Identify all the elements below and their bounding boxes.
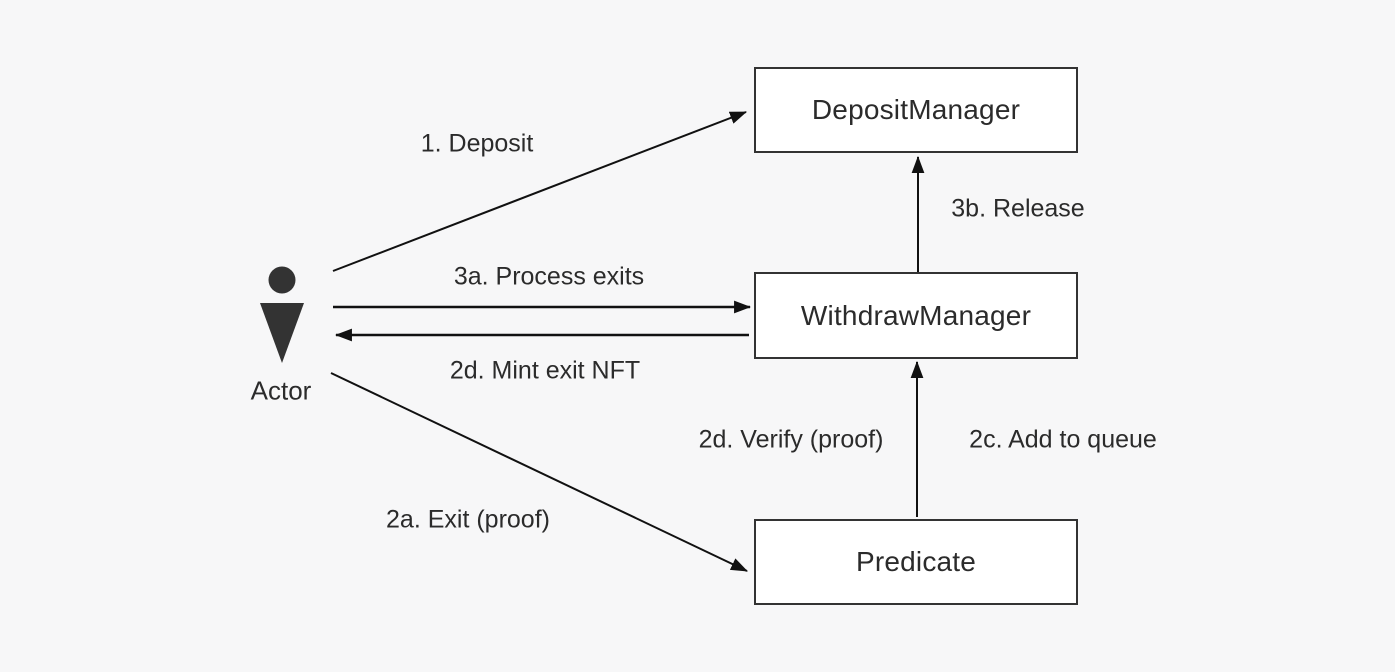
edge-label-deposit: 1. Deposit <box>420 129 534 158</box>
node-predicate-label: Predicate <box>855 546 977 577</box>
node-withdraw-manager-label: WithdrawManager <box>800 299 1032 331</box>
node-withdraw-manager: WithdrawManager <box>754 272 1078 359</box>
edge-label-process-exits: 3a. Process exits <box>453 262 645 291</box>
node-deposit-manager: DepositManager <box>754 67 1078 153</box>
edge-label-exit-proof: 2a. Exit (proof) <box>386 505 550 534</box>
node-deposit-manager-label: DepositManager <box>811 94 1021 125</box>
edge-label-mint-exit-nft: 2d. Mint exit NFT <box>449 356 641 385</box>
edge-label-verify-proof: 2d. Verify (proof) <box>698 425 884 454</box>
node-predicate: Predicate <box>754 519 1078 605</box>
edge-line-deposit <box>332 111 747 272</box>
edge-label-add-to-queue: 2c. Add to queue <box>969 425 1157 454</box>
edge-line-exit-proof <box>330 372 748 572</box>
edge-label-release: 3b. Release <box>951 194 1085 223</box>
actor-label: Actor <box>250 375 312 406</box>
actor-icon <box>260 266 304 363</box>
